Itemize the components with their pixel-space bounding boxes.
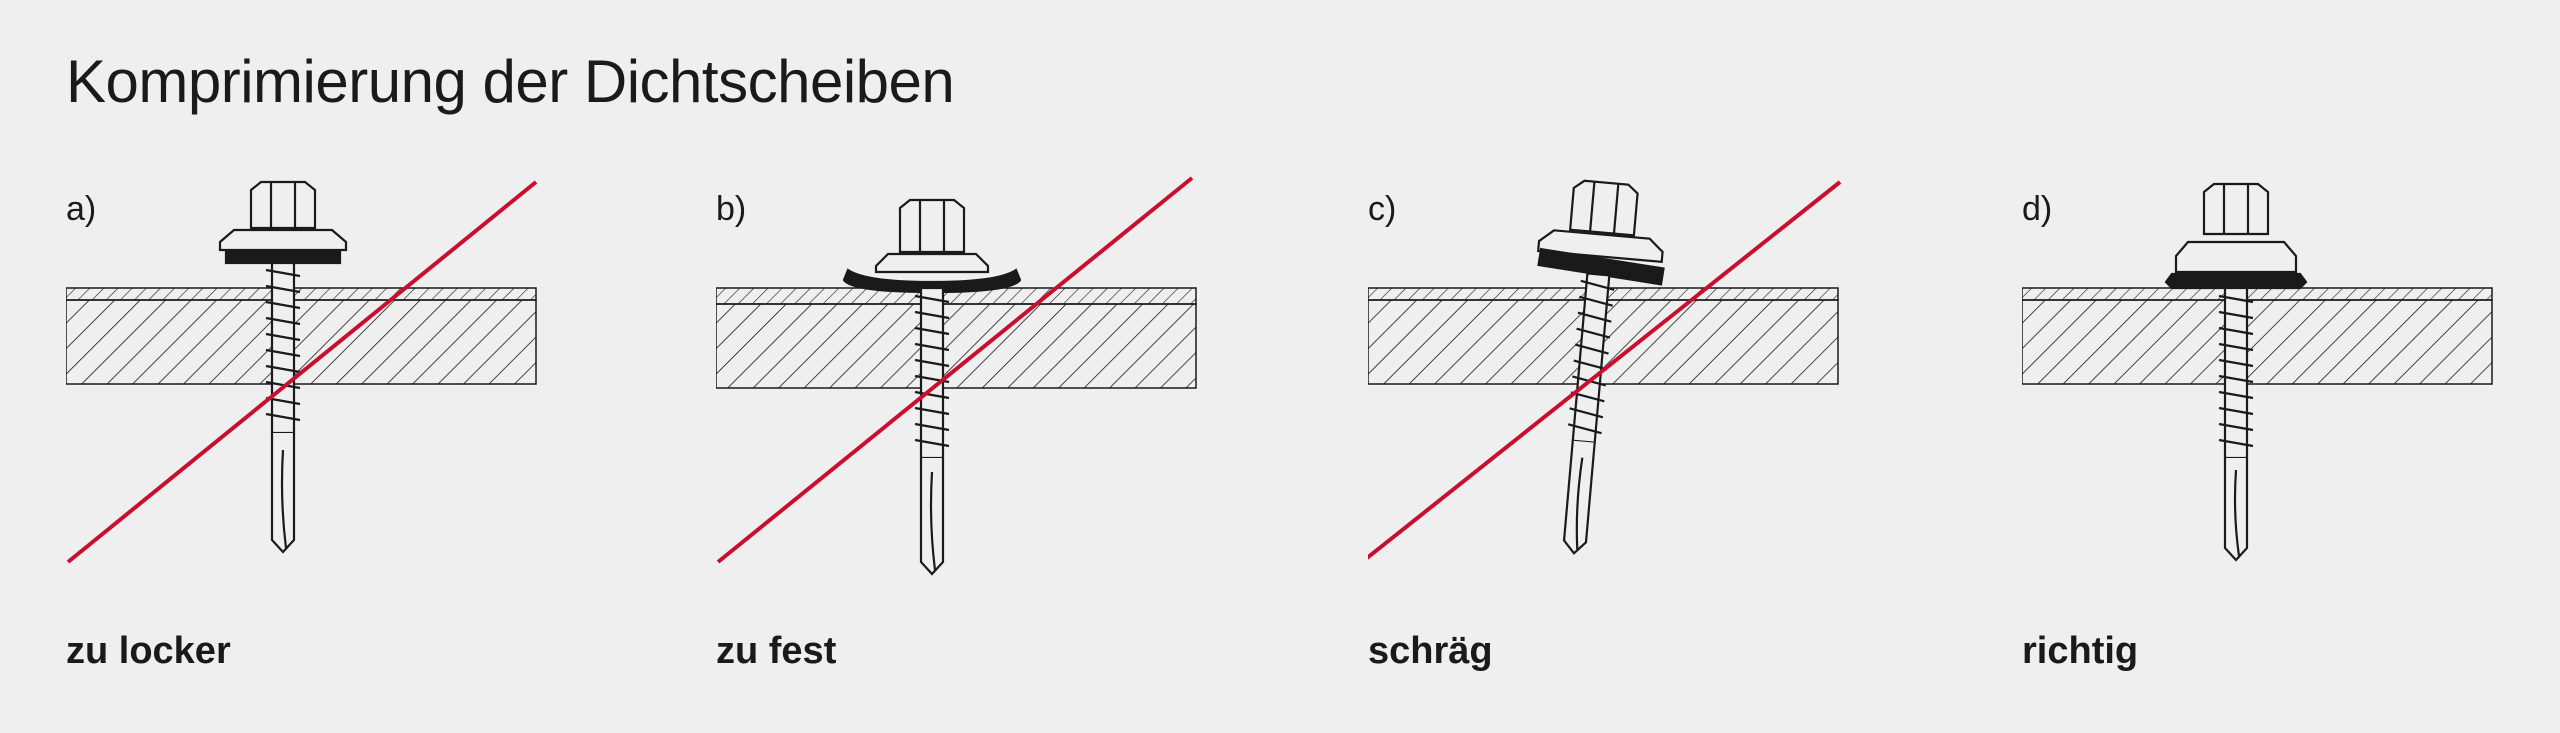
panel-caption: schräg xyxy=(1368,630,1493,672)
strike-line xyxy=(66,180,538,564)
panel-letter: b) xyxy=(716,190,747,228)
panel-too-loose: a) xyxy=(66,170,586,690)
panel-too-tight: b) zu fest xyxy=(716,170,1236,690)
panel-caption: zu fest xyxy=(716,630,837,672)
roof-sheet xyxy=(2022,287,2493,385)
panel-caption: richtig xyxy=(2022,630,2139,672)
panel-letter: c) xyxy=(1368,190,1397,228)
strike-line xyxy=(716,176,1194,564)
panel-letter: a) xyxy=(66,190,97,228)
panel-slanted: c) schräg xyxy=(1368,170,1888,690)
screw-diagram xyxy=(716,176,1197,576)
strike-line xyxy=(1368,180,1842,560)
screw xyxy=(1536,179,1665,555)
panel-letter: d) xyxy=(2022,190,2053,228)
screw xyxy=(842,198,1022,576)
roof-sheet xyxy=(716,287,1197,389)
panel-correct: d) richtig xyxy=(2022,170,2542,690)
screw-diagram xyxy=(2022,182,2493,562)
screw-diagram xyxy=(1368,179,1842,560)
screw-diagram xyxy=(66,180,538,564)
roof-sheet xyxy=(66,287,537,385)
page-title: Komprimierung der Dichtscheiben xyxy=(66,48,955,115)
screw xyxy=(2164,182,2308,562)
panel-caption: zu locker xyxy=(66,630,231,672)
